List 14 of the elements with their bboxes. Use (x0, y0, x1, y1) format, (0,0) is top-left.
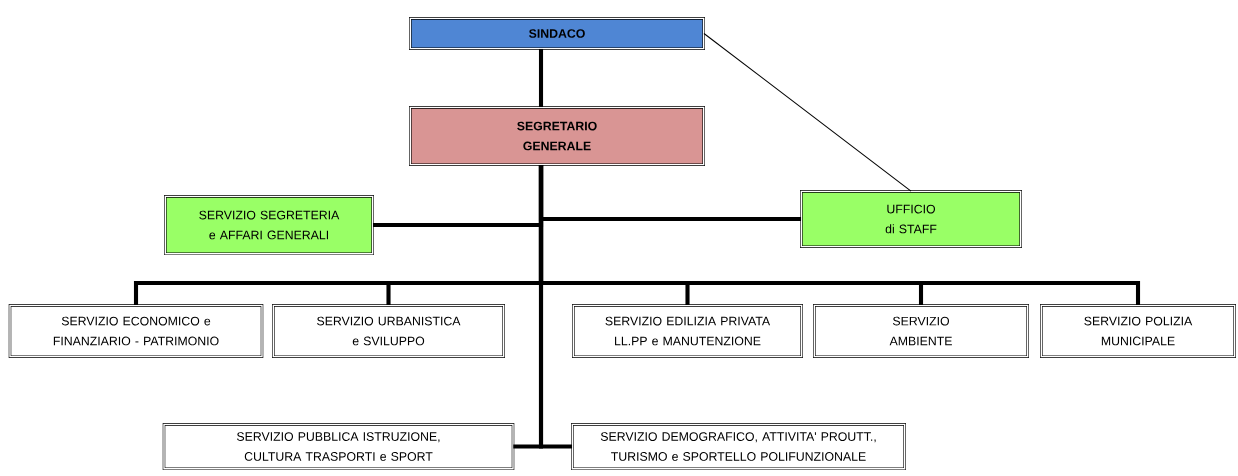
process-box: SERVIZIO DEMOGRAFICO, ATTIVITA' PROUTT., TURISMO e SPORTELLO POLIFUNZIONALE (571, 423, 906, 470)
process-box: SERVIZIO SEGRETERIA e AFFARI GENERALI (164, 195, 374, 255)
process-box: SERVIZIO ECONOMICO e FINANZIARIO - PATRIMONIO (8, 304, 264, 358)
connector-line (538, 164, 573, 449)
process-box: SERVIZIO URBANISTICA e SVILUPPO (272, 304, 505, 358)
connector-line (703, 32, 912, 192)
process-box: SERVIZIO AMBIENTE (813, 304, 1029, 358)
process-box: SEGRETARIO GENERALE (409, 106, 705, 166)
process-box: UFFICIO di STAFF (800, 190, 1022, 248)
title-box: SINDACO (409, 17, 705, 50)
process-box: SERVIZIO POLIZIA MUNICIPALE (1040, 304, 1236, 358)
process-box: SERVIZIO EDILIZIA PRIVATA LL.PP e MANUTENZIONE (572, 304, 803, 358)
connector-line (538, 48, 544, 108)
process-box: SERVIZIO PUBBLICA ISTRUZIONE, CULTURA TRASPORTI e SPORT (162, 423, 515, 470)
